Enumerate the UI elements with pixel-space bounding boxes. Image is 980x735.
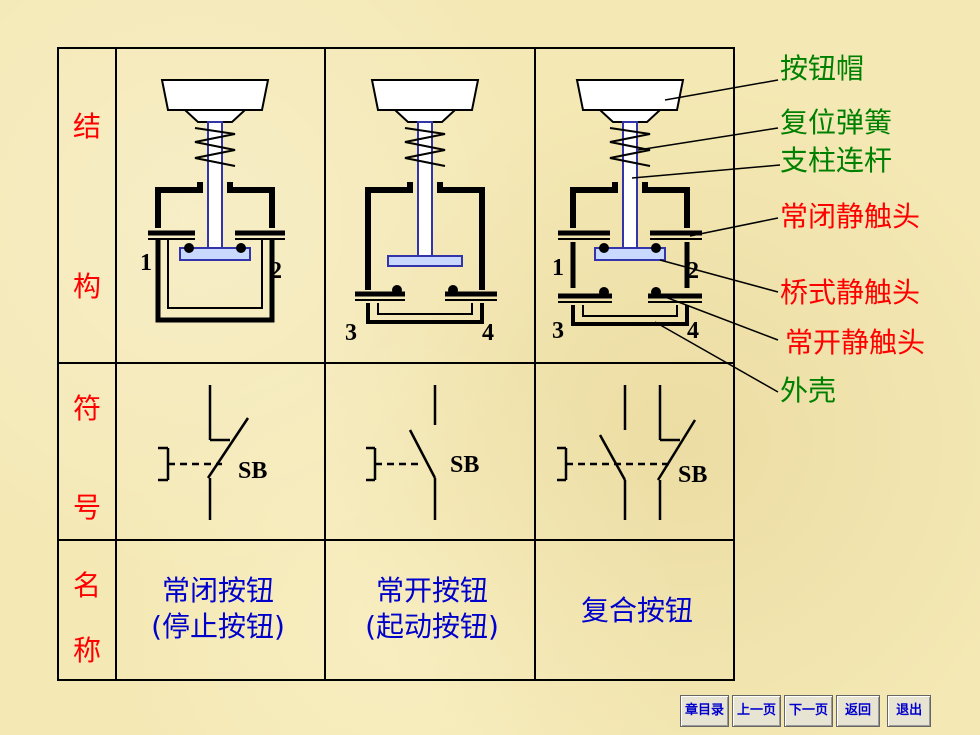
symbol-nc-label: SB	[238, 458, 267, 484]
structure-no: 3 4	[345, 79, 497, 346]
chapter-index-button[interactable]: 章目录	[680, 695, 730, 727]
terminal-label: 1	[552, 255, 564, 281]
terminal-label: 1	[140, 250, 152, 276]
terminal-label: 3	[345, 320, 357, 346]
nav-bar: 章目录 上一页 下一页 返回 退出	[680, 695, 932, 727]
exit-button[interactable]: 退出	[887, 695, 932, 727]
terminal-label: 3	[552, 318, 564, 344]
row-label-symbol-1: 符	[73, 392, 101, 425]
name-no-line2: (起动按钮)	[365, 610, 499, 643]
next-page-button[interactable]: 下一页	[784, 695, 834, 727]
callout-rod: 支柱连杆	[780, 144, 892, 177]
terminal-label: 4	[482, 320, 494, 346]
row-label-structure-2: 构	[73, 270, 101, 303]
structure-compound: 1 2 3 4	[552, 79, 702, 344]
structure-nc: 1 2	[140, 79, 285, 323]
terminal-label: 2	[687, 258, 699, 284]
symbol-compound-label: SB	[678, 462, 707, 488]
row-label-name-2: 称	[73, 634, 101, 667]
callout-spring: 复位弹簧	[780, 106, 892, 139]
callout-no-contact: 常开静触头	[785, 326, 925, 359]
callout-bridge-contact: 桥式静触头	[780, 276, 920, 309]
row-label-structure-1: 结	[73, 110, 101, 143]
callout-nc-contact: 常闭静触头	[780, 200, 920, 233]
name-nc-line2: (停止按钮)	[151, 610, 285, 643]
terminal-label: 2	[270, 258, 282, 284]
table-grid	[57, 47, 735, 681]
back-button[interactable]: 返回	[836, 695, 881, 727]
terminal-label: 4	[687, 318, 699, 344]
symbol-no-label: SB	[450, 452, 479, 478]
callout-shell: 外壳	[780, 374, 836, 407]
prev-page-button[interactable]: 上一页	[732, 695, 782, 727]
symbol-compound	[557, 385, 697, 520]
symbol-nc	[158, 385, 250, 520]
callout-leaders	[631, 79, 781, 393]
callout-cap: 按钮帽	[780, 52, 864, 85]
row-label-name-1: 名	[73, 569, 101, 602]
row-label-symbol-2: 号	[73, 491, 101, 524]
name-compound: 复合按钮	[581, 594, 693, 627]
name-nc-line1: 常闭按钮	[162, 574, 274, 607]
name-no-line1: 常开按钮	[376, 574, 488, 607]
symbol-no	[366, 385, 437, 520]
